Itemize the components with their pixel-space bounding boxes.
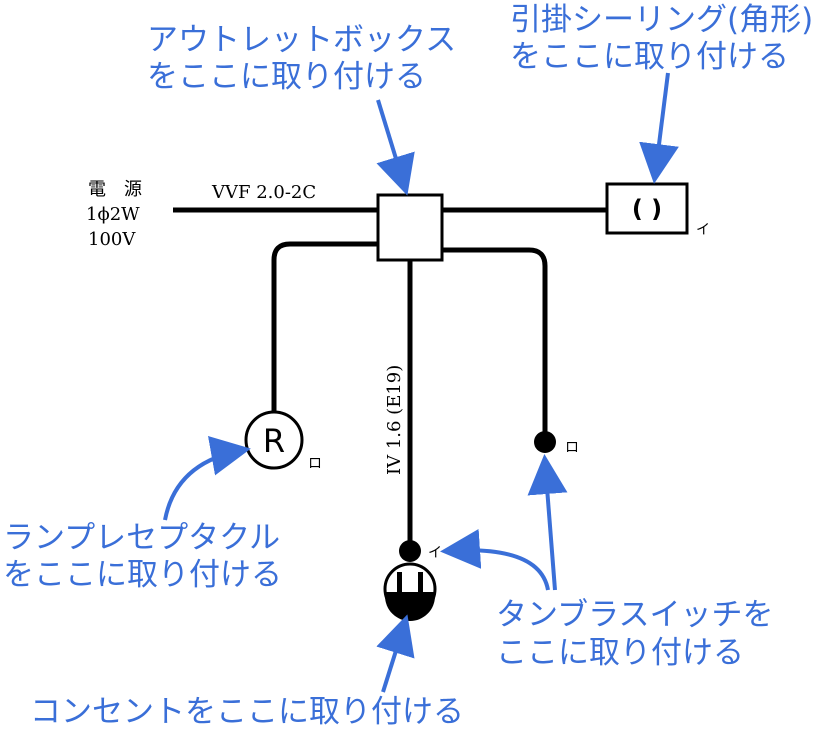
wire-box-to-switch-right (442, 247, 548, 434)
outlet-symbol (383, 562, 437, 621)
arrow-switch-right (527, 454, 568, 591)
receptacle-mark: ロ (308, 456, 322, 472)
annotation-outlet-box-line2: をここに取り付ける (147, 59, 426, 95)
receptacle-symbol: R (263, 422, 285, 460)
power-label-line1: 電 源 (88, 179, 142, 200)
power-label: 電 源 1ϕ2W 100V (86, 179, 142, 250)
vertical-cable-label: IV 1.6 (E19) (384, 365, 405, 475)
annotation-ceiling: 引掛シーリング(角形) をここに取り付ける (510, 2, 813, 75)
wire-box-to-receptacle (271, 241, 378, 412)
switch-outlet-mark: イ (428, 545, 442, 561)
power-label-line3: 100V (88, 229, 136, 250)
annotation-ceiling-line2: をここに取り付ける (510, 39, 789, 75)
annotation-receptacle-line1: ランプレセプタクル (3, 520, 280, 556)
switch-outlet (399, 540, 421, 562)
arrow-outlet-box (376, 99, 415, 196)
ceiling-symbol: ( ) (632, 195, 662, 223)
arrow-receptacle (163, 435, 251, 521)
annotation-switch-line1: タンブラスイッチを (496, 597, 773, 633)
annotation-receptacle: ランプレセプタクル をここに取り付ける (3, 520, 282, 593)
annotation-receptacle-line2: をここに取り付ける (3, 557, 282, 593)
arrow-outlet (376, 614, 415, 693)
power-label-line2: 1ϕ2W (86, 204, 140, 225)
ceiling-fixture: ( ) (605, 182, 689, 235)
annotation-outlet: コンセントをここに取り付ける (30, 694, 464, 730)
annotation-switch-line2: ここに取り付ける (496, 635, 744, 671)
switch-right-mark: ロ (565, 440, 579, 456)
lamp-receptacle: R (244, 410, 304, 470)
annotation-ceiling-line1: 引掛シーリング(角形) (510, 2, 813, 38)
arrow-ceiling (639, 72, 679, 184)
annotation-switch: タンブラスイッチを ここに取り付ける (496, 597, 773, 671)
main-cable-label: VVF 2.0-2C (211, 182, 316, 203)
wires (173, 207, 607, 544)
annotation-outlet-box: アウトレットボックス をここに取り付ける (147, 22, 456, 95)
outlet-box (376, 193, 444, 262)
annotation-outlet-box-line1: アウトレットボックス (147, 22, 456, 58)
ceiling-mark: イ (696, 222, 710, 238)
annotation-arrows (163, 72, 679, 693)
arrow-switch-outlet (440, 528, 550, 591)
switch-right (534, 431, 556, 453)
